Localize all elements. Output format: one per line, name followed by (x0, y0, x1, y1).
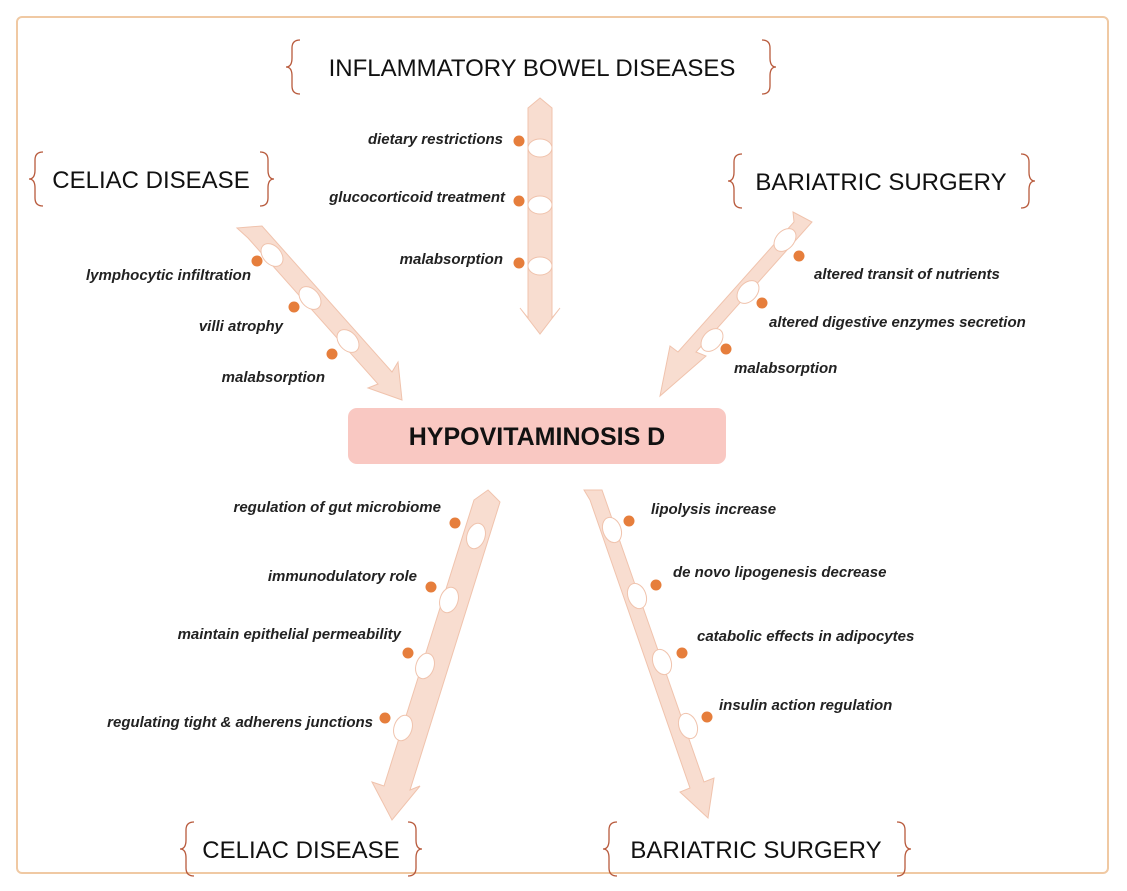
bullet-dot-icon (720, 343, 732, 355)
factor-label: de novo lipogenesis decrease (673, 564, 886, 581)
factor-label: immunodulatory role (268, 568, 417, 585)
central-box (348, 408, 726, 464)
cause-title-celiac: CELIAC DISEASE (52, 167, 249, 194)
factor-label: dietary restrictions (368, 131, 503, 148)
effect-celiac: regulation of gut microbiome immunodulat… (107, 489, 501, 877)
right-brace-icon (259, 151, 275, 207)
left-brace-icon (28, 151, 44, 207)
factor-label: malabsorption (400, 251, 503, 268)
factor-label: insulin action regulation (719, 697, 892, 714)
cause-ibd: INFLAMMATORY BOWEL DISEASES dietary rest… (285, 39, 777, 335)
central-node: HYPOVITAMINOSIS D (348, 408, 726, 464)
arrow-bead (700, 328, 724, 352)
arrow-bead (773, 228, 797, 252)
right-brace-icon (407, 821, 423, 877)
factor-label: lipolysis increase (651, 501, 776, 518)
factor-label: maintain epithelial permeability (178, 626, 402, 643)
bullet-dot-icon (288, 301, 300, 313)
arrow-bead (466, 522, 486, 550)
arrow-bead (601, 516, 623, 544)
factor-label: catabolic effects in adipocytes (697, 628, 914, 645)
down-left-arrow-icon (659, 211, 813, 398)
factor-label: malabsorption (734, 360, 837, 377)
arrow-bead (736, 280, 760, 304)
bullet-dot-icon (513, 257, 525, 269)
factor-label: lymphocytic infiltration (86, 267, 251, 284)
bullet-dot-icon (402, 647, 414, 659)
arrow-bead (651, 648, 673, 676)
arrow-bead (393, 714, 413, 742)
bullet-dot-icon (326, 348, 338, 360)
arrow-bead (260, 243, 284, 267)
factor-label: altered transit of nutrients (814, 266, 1000, 283)
left-brace-icon (727, 153, 743, 209)
arrow-bead (677, 712, 699, 740)
arrow-bead (439, 586, 459, 614)
factor-label: altered digestive enzymes secretion (769, 314, 1026, 331)
right-brace-icon (896, 821, 912, 877)
bullet-dot-icon (513, 195, 525, 207)
right-brace-icon (1020, 153, 1036, 209)
arrow-bead (336, 329, 360, 353)
right-brace-icon (761, 39, 777, 95)
arrow-bead (527, 195, 553, 215)
arrow-bead (298, 286, 322, 310)
factor-label: malabsorption (222, 369, 325, 386)
effect-bariatric: lipolysis increase de novo lipogenesis d… (583, 489, 914, 877)
bullet-dot-icon (449, 517, 461, 529)
cause-celiac: CELIAC DISEASE lymphocytic infiltration … (28, 151, 403, 401)
effect-title-bariatric: BARIATRIC SURGERY (630, 837, 881, 864)
effect-title-celiac: CELIAC DISEASE (202, 837, 399, 864)
bullet-dot-icon (251, 255, 263, 267)
bullet-dot-icon (676, 647, 688, 659)
bullet-dot-icon (793, 250, 805, 262)
factor-label: regulating tight & adherens junctions (107, 714, 373, 731)
down-right-arrow-icon (235, 225, 403, 401)
down-right-arrow-icon (583, 489, 715, 820)
factor-label: villi atrophy (199, 318, 284, 335)
left-brace-icon (179, 821, 195, 877)
arrow-bead (626, 582, 648, 610)
left-brace-icon (285, 39, 301, 95)
bullet-dot-icon (650, 579, 662, 591)
bullet-dot-icon (701, 711, 713, 723)
bullet-dot-icon (425, 581, 437, 593)
left-brace-icon (602, 821, 618, 877)
diagram-frame (16, 16, 1109, 874)
bullet-dot-icon (513, 135, 525, 147)
cause-title-bariatric: BARIATRIC SURGERY (755, 169, 1006, 196)
arrow-bead (527, 138, 553, 158)
factor-label: regulation of gut microbiome (233, 499, 441, 516)
cause-title-ibd: INFLAMMATORY BOWEL DISEASES (329, 55, 736, 82)
arrow-bead (415, 652, 435, 680)
arrow-bead (527, 256, 553, 276)
bullet-dot-icon (623, 515, 635, 527)
central-label: HYPOVITAMINOSIS D (409, 423, 666, 451)
cause-bariatric: BARIATRIC SURGERY altered transit of nut… (659, 153, 1036, 398)
bullet-dot-icon (756, 297, 768, 309)
down-arrow-icon (519, 97, 561, 335)
factor-label: glucocorticoid treatment (328, 189, 506, 206)
bullet-dot-icon (379, 712, 391, 724)
